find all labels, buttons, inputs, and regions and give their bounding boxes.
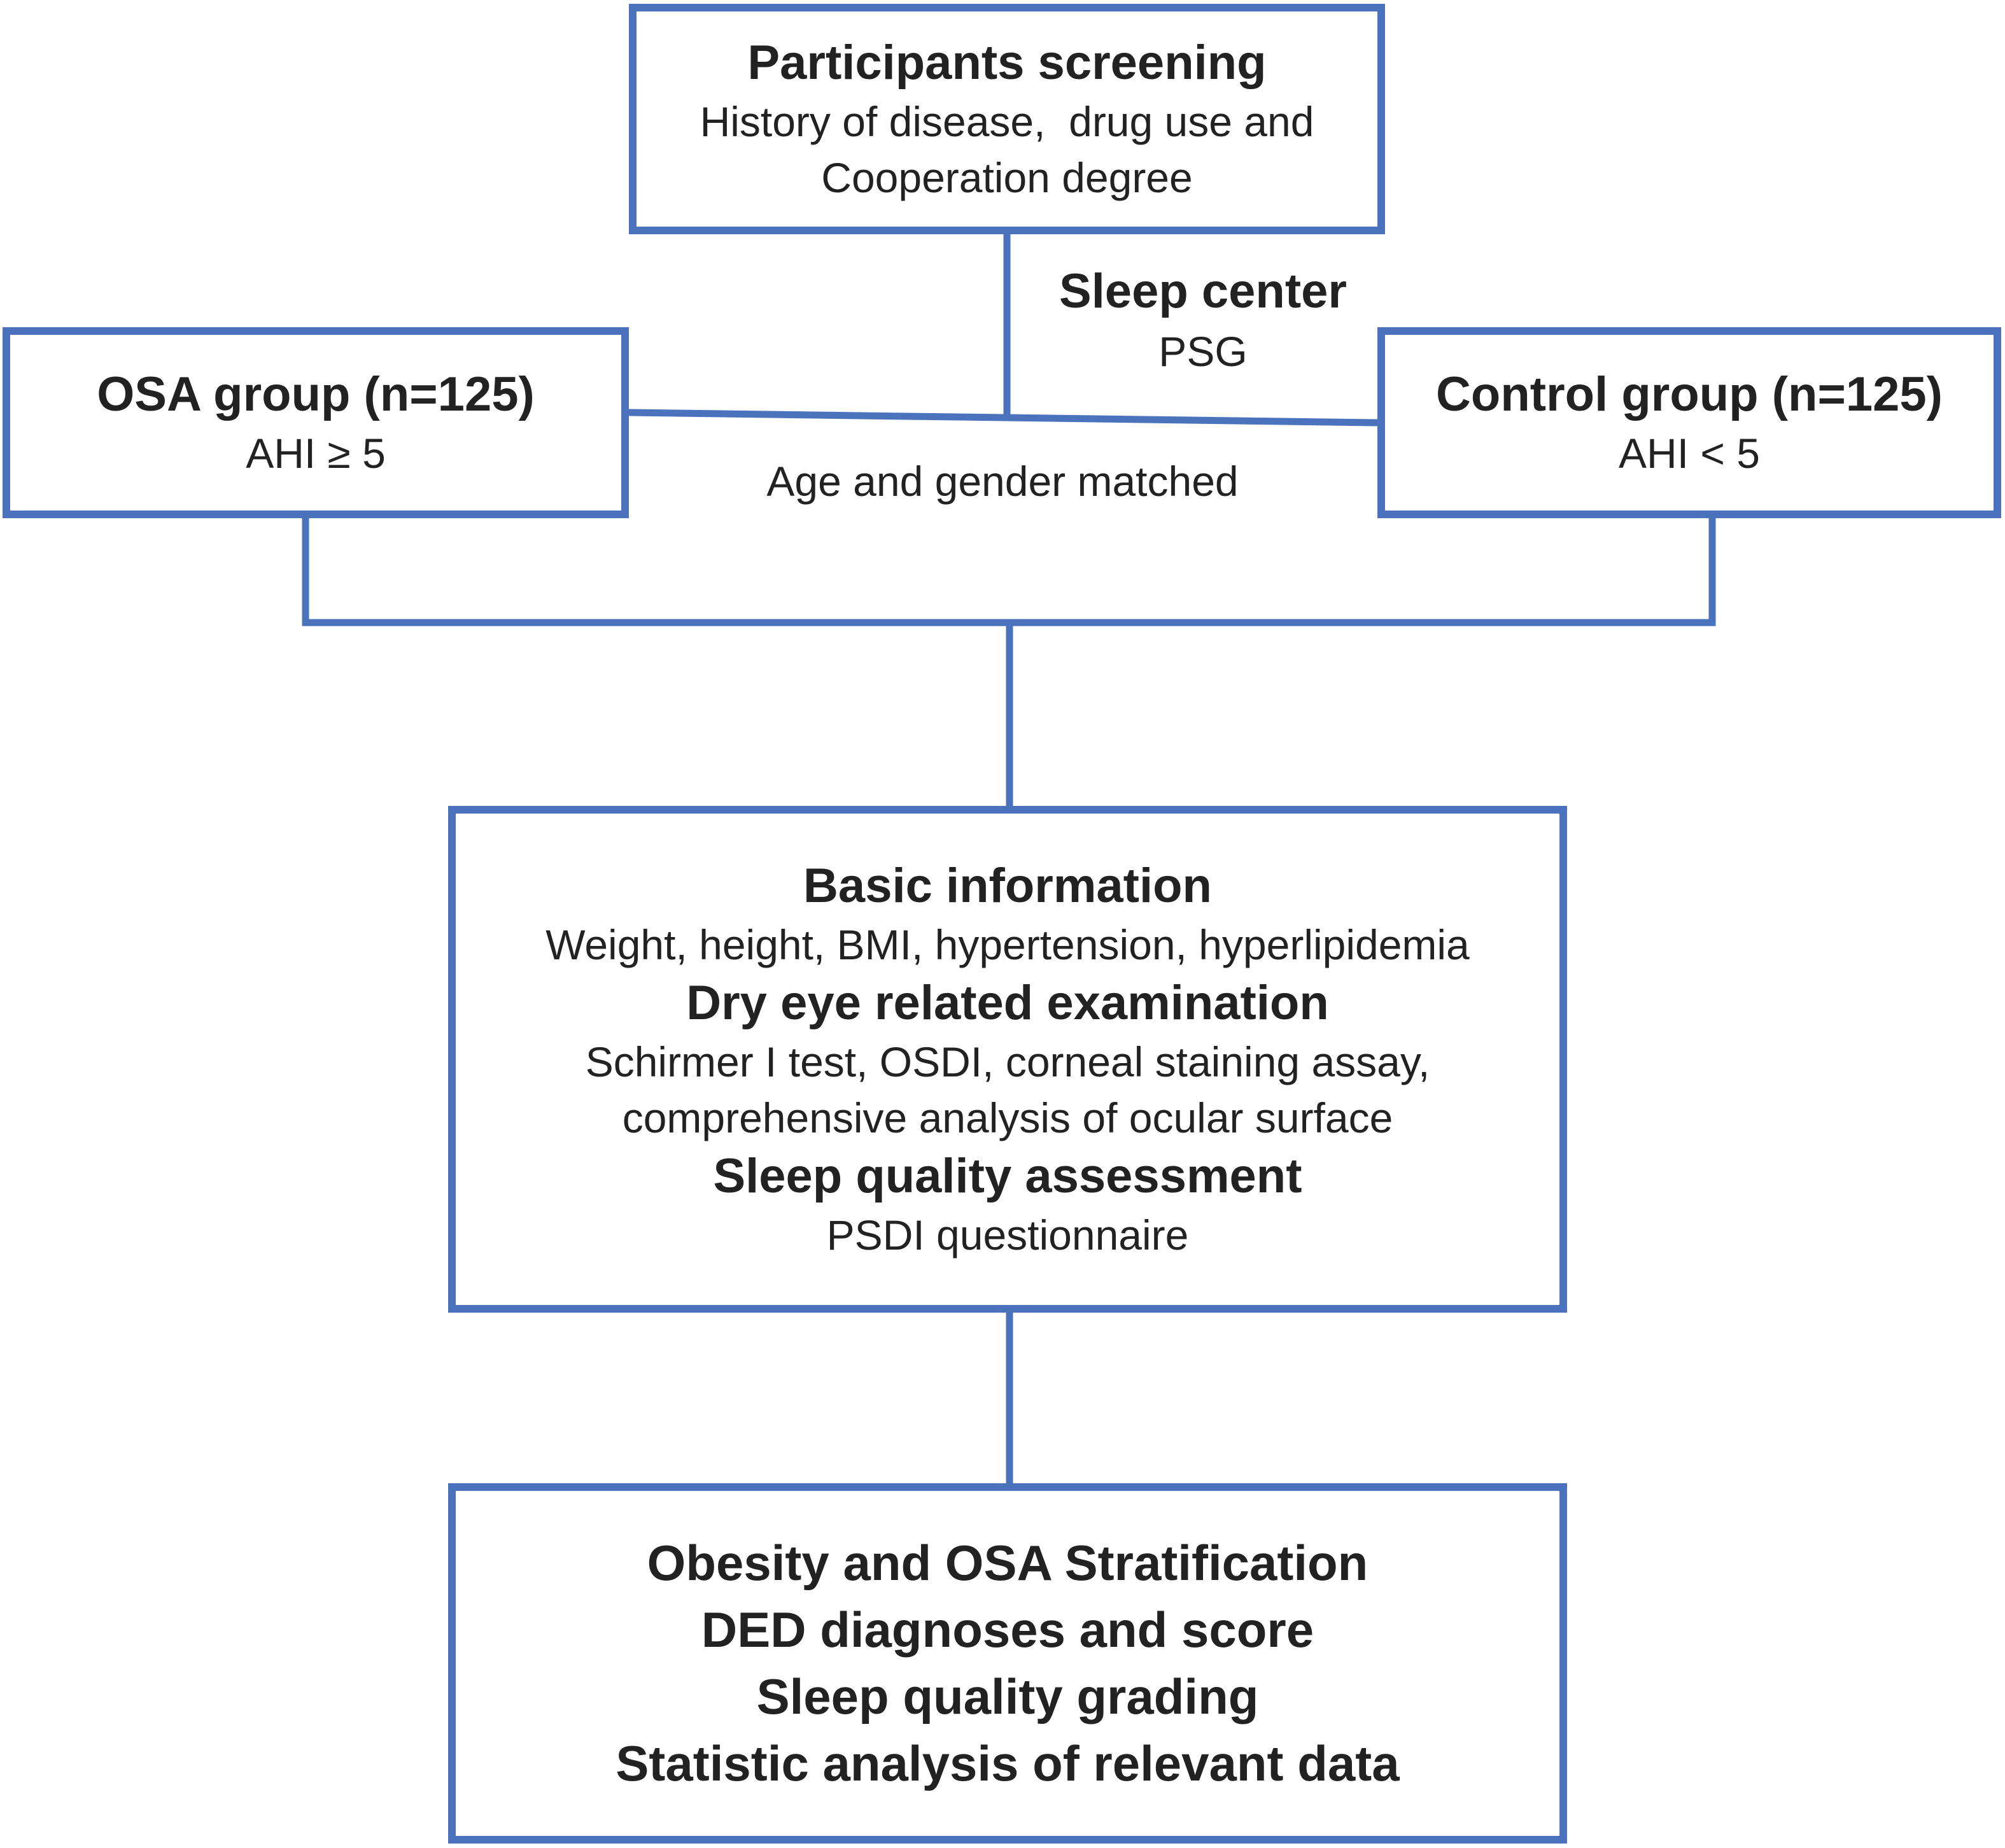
matching-label: Age and gender matched bbox=[766, 458, 1239, 505]
dry-eye-exam-line-2: comprehensive analysis of ocular surface bbox=[622, 1094, 1393, 1141]
dry-eye-exam-line-1: Schirmer I test, OSDI, corneal staining … bbox=[585, 1038, 1430, 1085]
osa-group-box: OSA group (n=125) AHI ≥ 5 bbox=[3, 327, 629, 518]
sleep-center-title: Sleep center bbox=[1059, 264, 1347, 318]
screening-line-2: Cooperation degree bbox=[821, 154, 1193, 201]
participants-screening-box: Participants screening History of diseas… bbox=[629, 4, 1385, 234]
analysis-item: Sleep quality grading bbox=[756, 1668, 1259, 1725]
screening-line-1: History of disease, drug use and bbox=[700, 98, 1314, 145]
examination-box: Basic information Weight, height, BMI, h… bbox=[448, 806, 1567, 1313]
sleep-quality-detail: PSDI questionnaire bbox=[826, 1211, 1189, 1259]
basic-information-detail: Weight, height, BMI, hypertension, hyper… bbox=[545, 921, 1470, 968]
screening-title: Participants screening bbox=[747, 36, 1267, 90]
analysis-box: Obesity and OSA Stratification DED diagn… bbox=[448, 1483, 1567, 1844]
analysis-item: DED diagnoses and score bbox=[701, 1602, 1314, 1658]
control-group-criterion: AHI < 5 bbox=[1619, 430, 1760, 477]
analysis-item: Obesity and OSA Stratification bbox=[647, 1535, 1368, 1591]
control-group-title: Control group (n=125) bbox=[1436, 367, 1943, 421]
analysis-item: Statistic analysis of relevant data bbox=[616, 1735, 1400, 1791]
connector-group-link bbox=[625, 409, 1381, 427]
dry-eye-exam-title: Dry eye related examination bbox=[686, 976, 1329, 1030]
osa-group-title: OSA group (n=125) bbox=[97, 367, 535, 421]
sleep-center-detail: PSG bbox=[1158, 328, 1248, 375]
control-group-box: Control group (n=125) AHI < 5 bbox=[1377, 327, 2001, 518]
sleep-center-label: Sleep center PSG bbox=[1006, 261, 1400, 381]
basic-information-title: Basic information bbox=[803, 859, 1212, 913]
osa-group-criterion: AHI ≥ 5 bbox=[246, 430, 386, 477]
sleep-quality-title: Sleep quality assessment bbox=[713, 1149, 1302, 1203]
